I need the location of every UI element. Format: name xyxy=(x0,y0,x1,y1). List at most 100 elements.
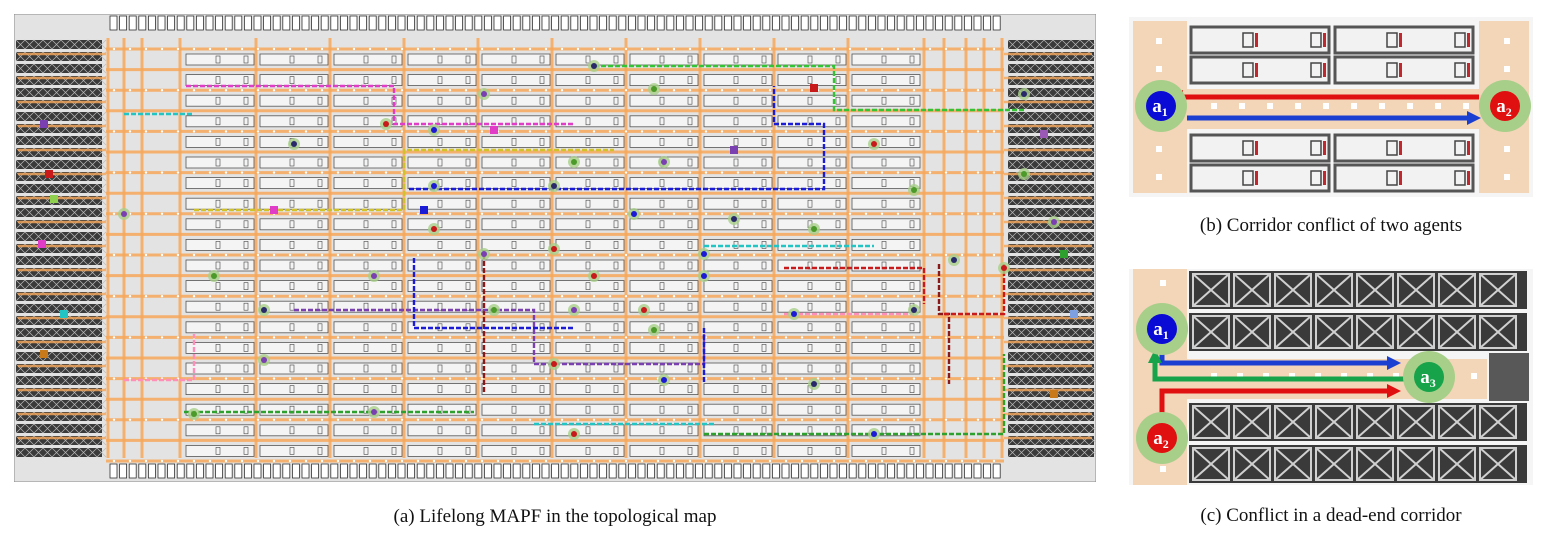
shelf-mark xyxy=(613,138,619,146)
waypoint-dot xyxy=(720,336,724,339)
waypoint-dot xyxy=(592,130,596,133)
agent-path xyxy=(124,312,914,382)
shelf-mark xyxy=(363,261,369,270)
waypoint-dot xyxy=(176,130,180,133)
waypoint-dot xyxy=(432,459,436,463)
rack-cross-line xyxy=(78,279,89,290)
waypoint-dot xyxy=(352,295,356,298)
rack-cross-line xyxy=(1034,39,1045,50)
shelf-mark xyxy=(1399,171,1402,185)
station-icon xyxy=(301,15,310,31)
rack-cross-line xyxy=(1043,351,1054,362)
waypoint-dot xyxy=(1315,373,1321,379)
shelf-mark xyxy=(585,117,591,126)
station-icon xyxy=(916,463,924,479)
waypoint-dot xyxy=(640,295,644,298)
rack-cross-icon xyxy=(16,184,102,193)
waypoint-dot xyxy=(560,253,564,257)
shelf-mark xyxy=(289,344,295,352)
station-icon xyxy=(186,15,195,31)
waypoint-dot xyxy=(368,253,372,257)
waypoint-dot xyxy=(224,212,228,215)
shelf-mark xyxy=(289,385,295,393)
rack-cross-line xyxy=(1052,423,1063,434)
waypoint-dot xyxy=(688,212,692,215)
station-icon xyxy=(464,463,473,479)
waypoint-dot xyxy=(240,253,244,257)
rack-cross-line xyxy=(78,135,89,146)
shelf-mark xyxy=(289,261,295,270)
rack-cross-line xyxy=(1315,405,1353,439)
waypoint-dot xyxy=(768,295,772,298)
waypoint-dot xyxy=(288,336,292,339)
waypoint-dot xyxy=(288,89,292,92)
rack-cross-line xyxy=(1088,279,1096,290)
shelf-mark xyxy=(363,364,369,373)
shelf-mark xyxy=(733,282,739,290)
rack-cross-icon xyxy=(1008,64,1094,73)
waypoint-dot xyxy=(208,253,212,257)
waypoint-dot xyxy=(864,459,868,463)
rack-cross-line xyxy=(1233,405,1271,439)
agent-icon xyxy=(191,411,197,417)
shelf-mark xyxy=(215,179,221,187)
waypoint-dot xyxy=(240,212,244,215)
waypoint-dot xyxy=(304,295,308,298)
rack-cross-line xyxy=(60,159,71,170)
shelf-mark xyxy=(243,447,249,455)
station-icon xyxy=(743,15,751,31)
rack-cross-line xyxy=(1088,327,1096,338)
rack-cross-line xyxy=(1016,183,1027,194)
shelf-mark xyxy=(465,179,471,187)
station-icon xyxy=(234,463,243,479)
rack-cross-line xyxy=(24,423,35,434)
waypoint-dot xyxy=(160,418,164,421)
rack-cross-line xyxy=(69,279,80,290)
shelf-mark xyxy=(687,323,693,332)
rack-cross-line xyxy=(51,303,62,314)
waypoint-dot xyxy=(880,130,884,133)
waypoint-dot xyxy=(784,377,788,380)
waypoint-dot xyxy=(256,336,260,339)
waypoint-dot xyxy=(368,459,372,463)
shelf-mark xyxy=(317,282,323,290)
station-icon xyxy=(685,15,694,31)
rack-cross-line xyxy=(1043,303,1054,314)
waypoint-dot xyxy=(672,459,676,463)
waypoint-dot xyxy=(496,47,500,51)
station-icon xyxy=(138,15,147,31)
waypoint-dot xyxy=(752,253,756,257)
waypoint-dot xyxy=(1435,103,1441,109)
waypoint-dot xyxy=(1156,38,1162,44)
waypoint-dot xyxy=(384,336,388,339)
waypoint-dot xyxy=(288,418,292,421)
rack-cross-icon xyxy=(1008,280,1094,289)
rack-cross-line xyxy=(1025,207,1036,218)
station-icon xyxy=(512,15,521,31)
shelf-mark xyxy=(613,241,619,249)
shelf-mark xyxy=(215,117,221,126)
rack-cross-line xyxy=(1438,315,1476,349)
waypoint-dot xyxy=(688,295,692,298)
agent-a1: a1 xyxy=(1136,303,1188,355)
waypoint-dot xyxy=(928,212,932,215)
shelf-mark xyxy=(465,241,471,249)
waypoint-dot xyxy=(128,336,132,339)
rack-cross-line xyxy=(1016,63,1027,74)
shelf-mark xyxy=(659,76,665,84)
rack-cross-line xyxy=(87,399,98,410)
waypoint-dot xyxy=(288,295,292,298)
agent-icon xyxy=(1021,171,1027,177)
waypoint-dot xyxy=(784,418,788,421)
waypoint-dot xyxy=(784,171,788,174)
waypoint-dot xyxy=(1289,373,1295,379)
rack-cross-line xyxy=(1070,231,1081,242)
agent-icon xyxy=(661,377,667,383)
rack-cross-line xyxy=(96,63,107,74)
shelf-mark xyxy=(243,220,249,229)
waypoint-dot xyxy=(864,253,868,257)
waypoint-dot xyxy=(880,212,884,215)
waypoint-dot xyxy=(352,459,356,463)
rack-cross-line xyxy=(1088,231,1096,242)
